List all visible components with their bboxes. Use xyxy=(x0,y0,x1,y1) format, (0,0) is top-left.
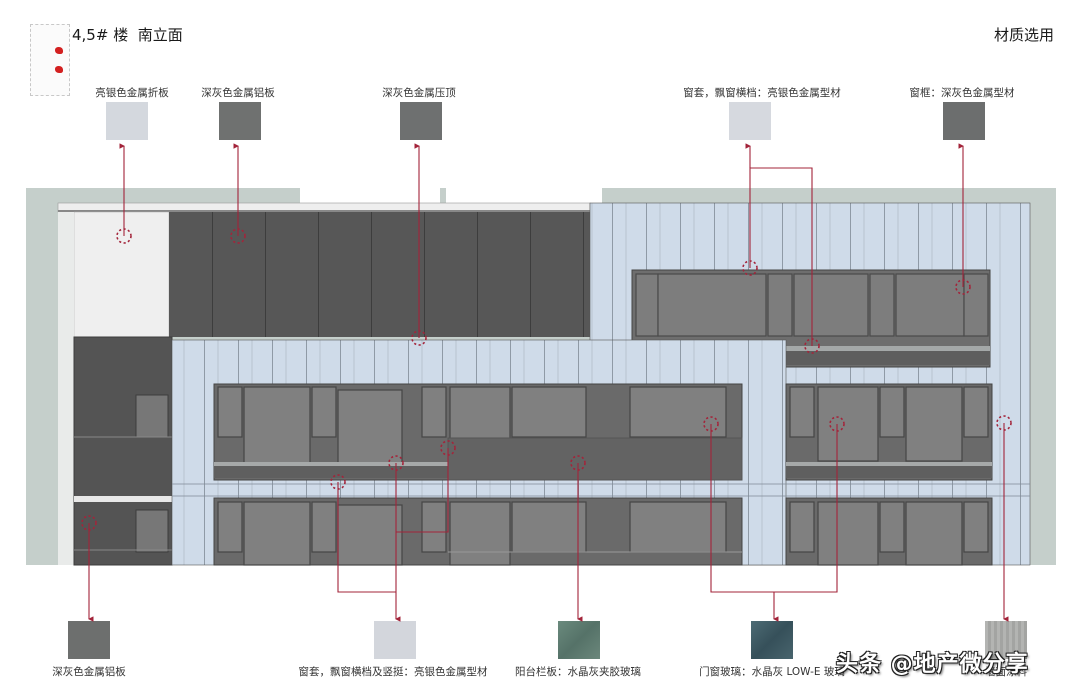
material-swatch-dark-grey-aluminum xyxy=(68,621,110,659)
window-bay-level-2 xyxy=(213,383,743,481)
dark-aluminum-panels xyxy=(169,212,590,337)
material-swatch-dark-grey-frame xyxy=(943,102,985,140)
material-label: 墙面涂料 xyxy=(985,666,1027,678)
key-plan-thumbnail xyxy=(30,24,70,96)
material-swatch-silver-folded-panel xyxy=(106,102,148,140)
watermark: 头条 @地产微分享 xyxy=(836,652,1029,677)
page-title: 4,5# 楼 南立面 xyxy=(72,26,183,44)
material-label: 窗套，飘窗横档及竖挺：亮银色金属型材 xyxy=(298,666,488,678)
material-swatch-laminated-glass xyxy=(558,621,600,659)
leader-lines-bottom xyxy=(88,423,1009,622)
material-label: 窗框：深灰色金属型材 xyxy=(909,87,1015,99)
material-label: 深灰色金属铝板 xyxy=(52,666,126,678)
material-label: 深灰色金属铝板 xyxy=(201,87,275,99)
material-swatch-low-e-glass xyxy=(751,621,793,659)
location-marker-icon xyxy=(55,47,63,54)
material-label: 亮银色金属折板 xyxy=(95,87,169,99)
material-swatch-wall-coating xyxy=(985,621,1027,659)
material-label: 门窗玻璃：水晶灰 LOW-E 玻璃 xyxy=(699,666,845,678)
material-swatch-dark-grey-coping xyxy=(400,102,442,140)
leader-lines-top xyxy=(119,143,964,346)
material-swatch-dark-grey-aluminum xyxy=(219,102,261,140)
material-label: 窗套，飘窗横档：亮银色金属型材 xyxy=(683,87,841,99)
location-marker-icon xyxy=(55,66,63,73)
callout-circles xyxy=(81,228,1012,531)
material-swatch-silver-window-trim xyxy=(729,102,771,140)
material-label: 深灰色金属压顶 xyxy=(382,87,456,99)
section-title: 材质选用 xyxy=(993,26,1054,44)
material-swatch-silver-profile xyxy=(374,621,416,659)
material-label: 阳台栏板：水晶灰夹胶玻璃 xyxy=(515,666,641,678)
window-bay-level-1 xyxy=(213,497,743,566)
